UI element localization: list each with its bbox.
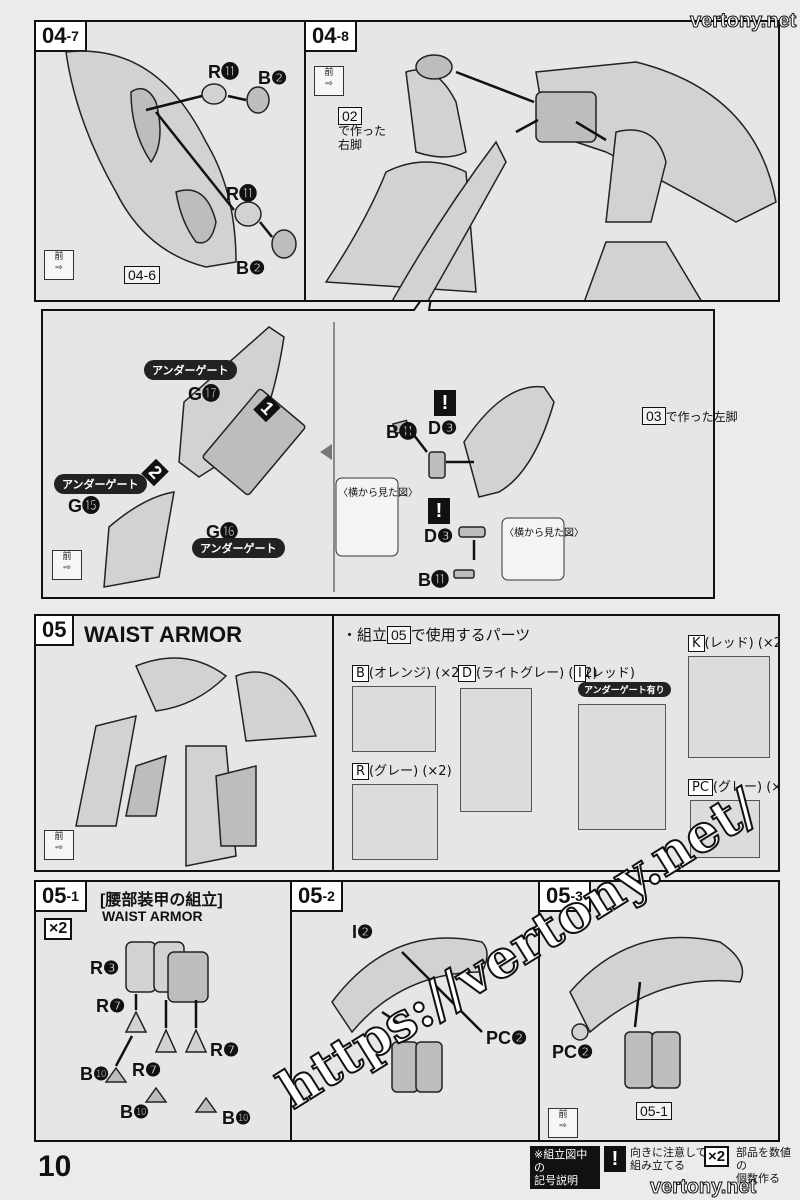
sheet-i-label: I(レッド) <box>574 662 635 682</box>
part-label-b2-top: B❷ <box>258 68 288 88</box>
sheet-k-runner <box>688 656 770 758</box>
sheet-r-label: R(グレー) (×2) <box>352 760 452 780</box>
part-label-r11-top: R⓫ <box>208 62 239 82</box>
part-label-d3-top: D❸ <box>428 418 458 438</box>
part-label-b11-top: B⓫ <box>386 422 417 442</box>
step-05-2-tag: 05-2 <box>292 882 343 912</box>
caution-mark-bottom: ! <box>428 498 450 524</box>
detail-panel: アンダーゲート G⓱ アンダーゲート G⓯ G⓰ アンダーゲート 1 2 ! B… <box>34 302 780 610</box>
sheet-pc-runner <box>690 800 760 858</box>
detail-bubble <box>41 302 715 599</box>
side-view-label-2: 〈横から見た図〉 <box>504 528 584 539</box>
step-04-7-tag: 04-7 <box>36 22 87 52</box>
sheet-i-runner <box>578 704 666 830</box>
part-label-b11-bottom: B⓫ <box>418 570 449 590</box>
legend-x2-text: 部品を数値の個数作る <box>736 1146 791 1185</box>
sheet-b-label: B(オレンジ) (×2) <box>352 662 465 682</box>
legend-x2-icon: ×2 <box>704 1146 730 1167</box>
step-05-3-illustration <box>569 936 744 1089</box>
under-gate-tag-g17: アンダーゲート <box>144 360 237 380</box>
front-indicator: 前⇨ <box>314 66 344 96</box>
step-04-7-illustration <box>65 50 297 268</box>
part-label-d3-bottom: D❸ <box>424 526 454 546</box>
waist-armor-title: WAIST ARMOR <box>84 622 243 647</box>
part-label-b10-b: B❿ <box>120 1102 150 1122</box>
part-label-b10-a: B❿ <box>80 1064 110 1084</box>
qty-x2-badge: ×2 <box>44 918 73 940</box>
part-label-r7-c: R❼ <box>210 1040 240 1060</box>
step-05-1-title-en: WAIST ARMOR <box>102 908 203 924</box>
step-05-1-panel: 05-1 [腰部装甲の組立] WAIST ARMOR ×2 R❸ R❼ R❼ R… <box>34 880 292 1142</box>
part-label-pc2: PC❷ <box>552 1042 594 1062</box>
step-05-3-panel: 05-3 PC❷ 05-1 前⇨ <box>538 880 780 1142</box>
side-view-label-1: 〈横から見た図〉 <box>338 488 418 499</box>
step-05-illustration <box>75 657 318 867</box>
step-05-1-title-jp: [腰部装甲の組立] <box>100 892 223 909</box>
step-05-2-illustration <box>331 937 488 1093</box>
step-05-panel: 05 WAIST ARMOR 前⇨ <box>34 614 334 872</box>
part-label-r11-bottom: R⓫ <box>226 184 257 204</box>
front-indicator: 前⇨ <box>44 830 74 860</box>
under-gate-tag-g16: アンダーゲート <box>192 538 285 558</box>
sheet-k-label: K(レッド) (×2) <box>688 632 778 652</box>
part-label-g17: G⓱ <box>188 384 221 404</box>
watermark-small-top: vertony.net <box>689 10 797 33</box>
part-label-r7-b: R❼ <box>132 1060 162 1080</box>
sheet-d-runner <box>460 688 532 812</box>
part-label-i2: I❷ <box>352 922 374 942</box>
sheet-r-runner <box>352 784 438 860</box>
part-label-b2-bottom: B❷ <box>236 258 266 278</box>
part-label-g15: G⓯ <box>68 496 101 516</box>
step-04-8-panel: 04-8 02 で作った 右脚 前⇨ <box>304 20 780 302</box>
sheet-pc-label: PC(グレー) (×2) <box>688 776 778 796</box>
step-05-2-panel: 05-2 I❷ PC❷ <box>290 880 540 1142</box>
sheet-b-runner <box>352 686 436 752</box>
step-05-3-tag: 05-3 <box>540 882 591 912</box>
part-label-b10-c: B❿ <box>222 1108 252 1128</box>
part-label-r7-a: R❼ <box>96 996 126 1016</box>
legend-caution-icon: ! <box>604 1146 626 1172</box>
sheet-i-under-gate-note: アンダーゲート有り <box>578 682 671 697</box>
ref-04-6: 04-6 <box>124 266 161 284</box>
page-number: 10 <box>38 1150 72 1183</box>
part-label-pc2-b: PC❷ <box>486 1028 528 1048</box>
caution-mark-top: ! <box>434 390 456 416</box>
sheet-d-label: D(ライトグレー) (×2) <box>458 662 598 682</box>
under-gate-tag-g15: アンダーゲート <box>54 474 147 494</box>
watermark-small-bottom: vertony.net <box>649 1176 757 1199</box>
front-indicator: 前⇨ <box>52 550 82 580</box>
step-05-1-tag: 05-1 <box>36 882 87 912</box>
step-04-8-tag: 04-8 <box>306 22 357 52</box>
ref-right-leg: 02 で作った 右脚 <box>338 107 387 152</box>
part-label-r3: R❸ <box>90 958 120 978</box>
ref-05-1: 05-1 <box>636 1102 673 1120</box>
step-04-7-panel: 04-7 R⓫ B❷ R⓫ B❷ 04-6 前⇨ <box>34 20 306 302</box>
legend-symbol-explanation: ※組立図中の記号説明 <box>530 1146 600 1189</box>
front-indicator: 前⇨ <box>44 250 74 280</box>
legend-caution-text: 向きに注意して組み立てる <box>630 1146 707 1172</box>
front-indicator: 前⇨ <box>548 1108 578 1138</box>
step-04-8-illustration <box>324 54 777 300</box>
step-05-1-illustration <box>104 941 218 1113</box>
part-label-g16: G⓰ <box>206 522 239 542</box>
step-05-tag: 05 <box>36 616 75 646</box>
